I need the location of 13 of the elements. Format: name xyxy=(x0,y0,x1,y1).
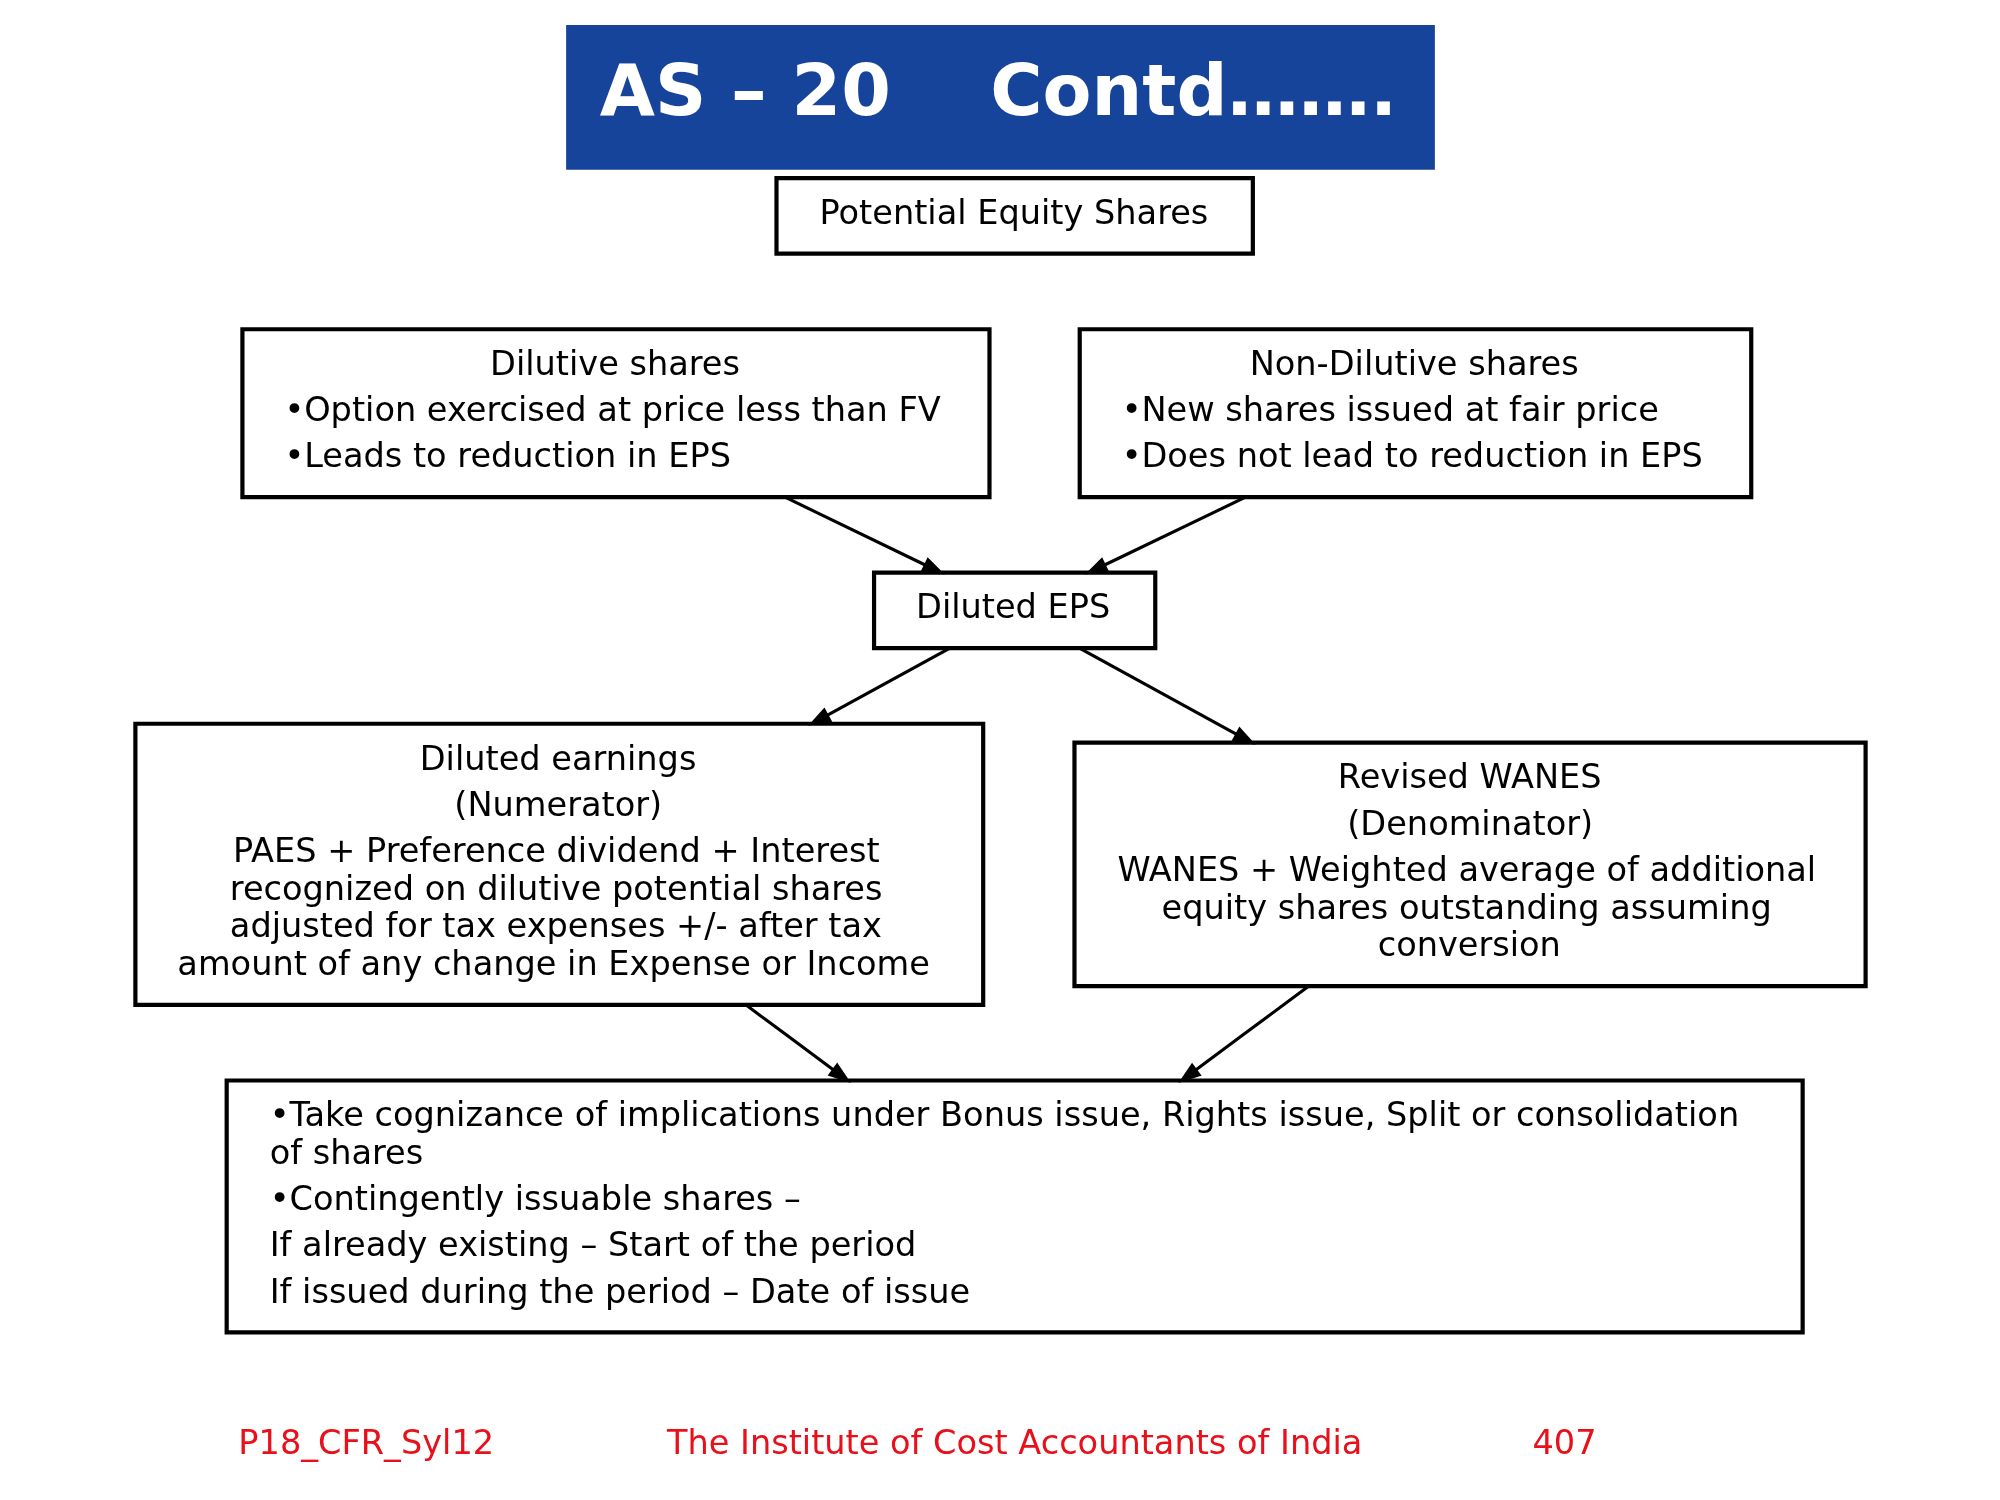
diagram-title: AS – 20 Contd……. xyxy=(599,48,1397,132)
label: P18_CFR_Syl12 xyxy=(237,1422,494,1462)
label: The Institute of Cost Accountants of India xyxy=(666,1422,1362,1462)
arrow xyxy=(1177,985,1309,1083)
node-box: •Take cognizance of implications under Bonus issue, Rights issue, Split or consolidation of shares •Contingently issuable shares – If already existing – Start of the period If issued during the period – Date of issue xyxy=(224,1078,1805,1335)
node-box: Diluted EPS xyxy=(871,570,1157,651)
node-box: Revised WANES (Denominator) WANES + Weighted average of additional equity shares outstanding assuming conversion xyxy=(1071,740,1868,989)
node-box: Non-Dilutive shares •New shares issued at fair price •Does not lead to reduction in EPS xyxy=(1077,327,1753,500)
node-box: Potential Equity Shares xyxy=(773,176,1255,256)
label: 407 xyxy=(1531,1422,1596,1462)
node-box: Dilutive shares •Option exercised at price less than FV •Leads to reduction in EPS xyxy=(239,327,992,500)
node-box: Diluted earnings (Numerator) PAES + Preference dividend + Interest recognized on dilutive potential shares adjusted for tax expenses +/- after tax amount of any change in Expense or Income xyxy=(132,721,985,1008)
arrow xyxy=(745,1004,851,1083)
